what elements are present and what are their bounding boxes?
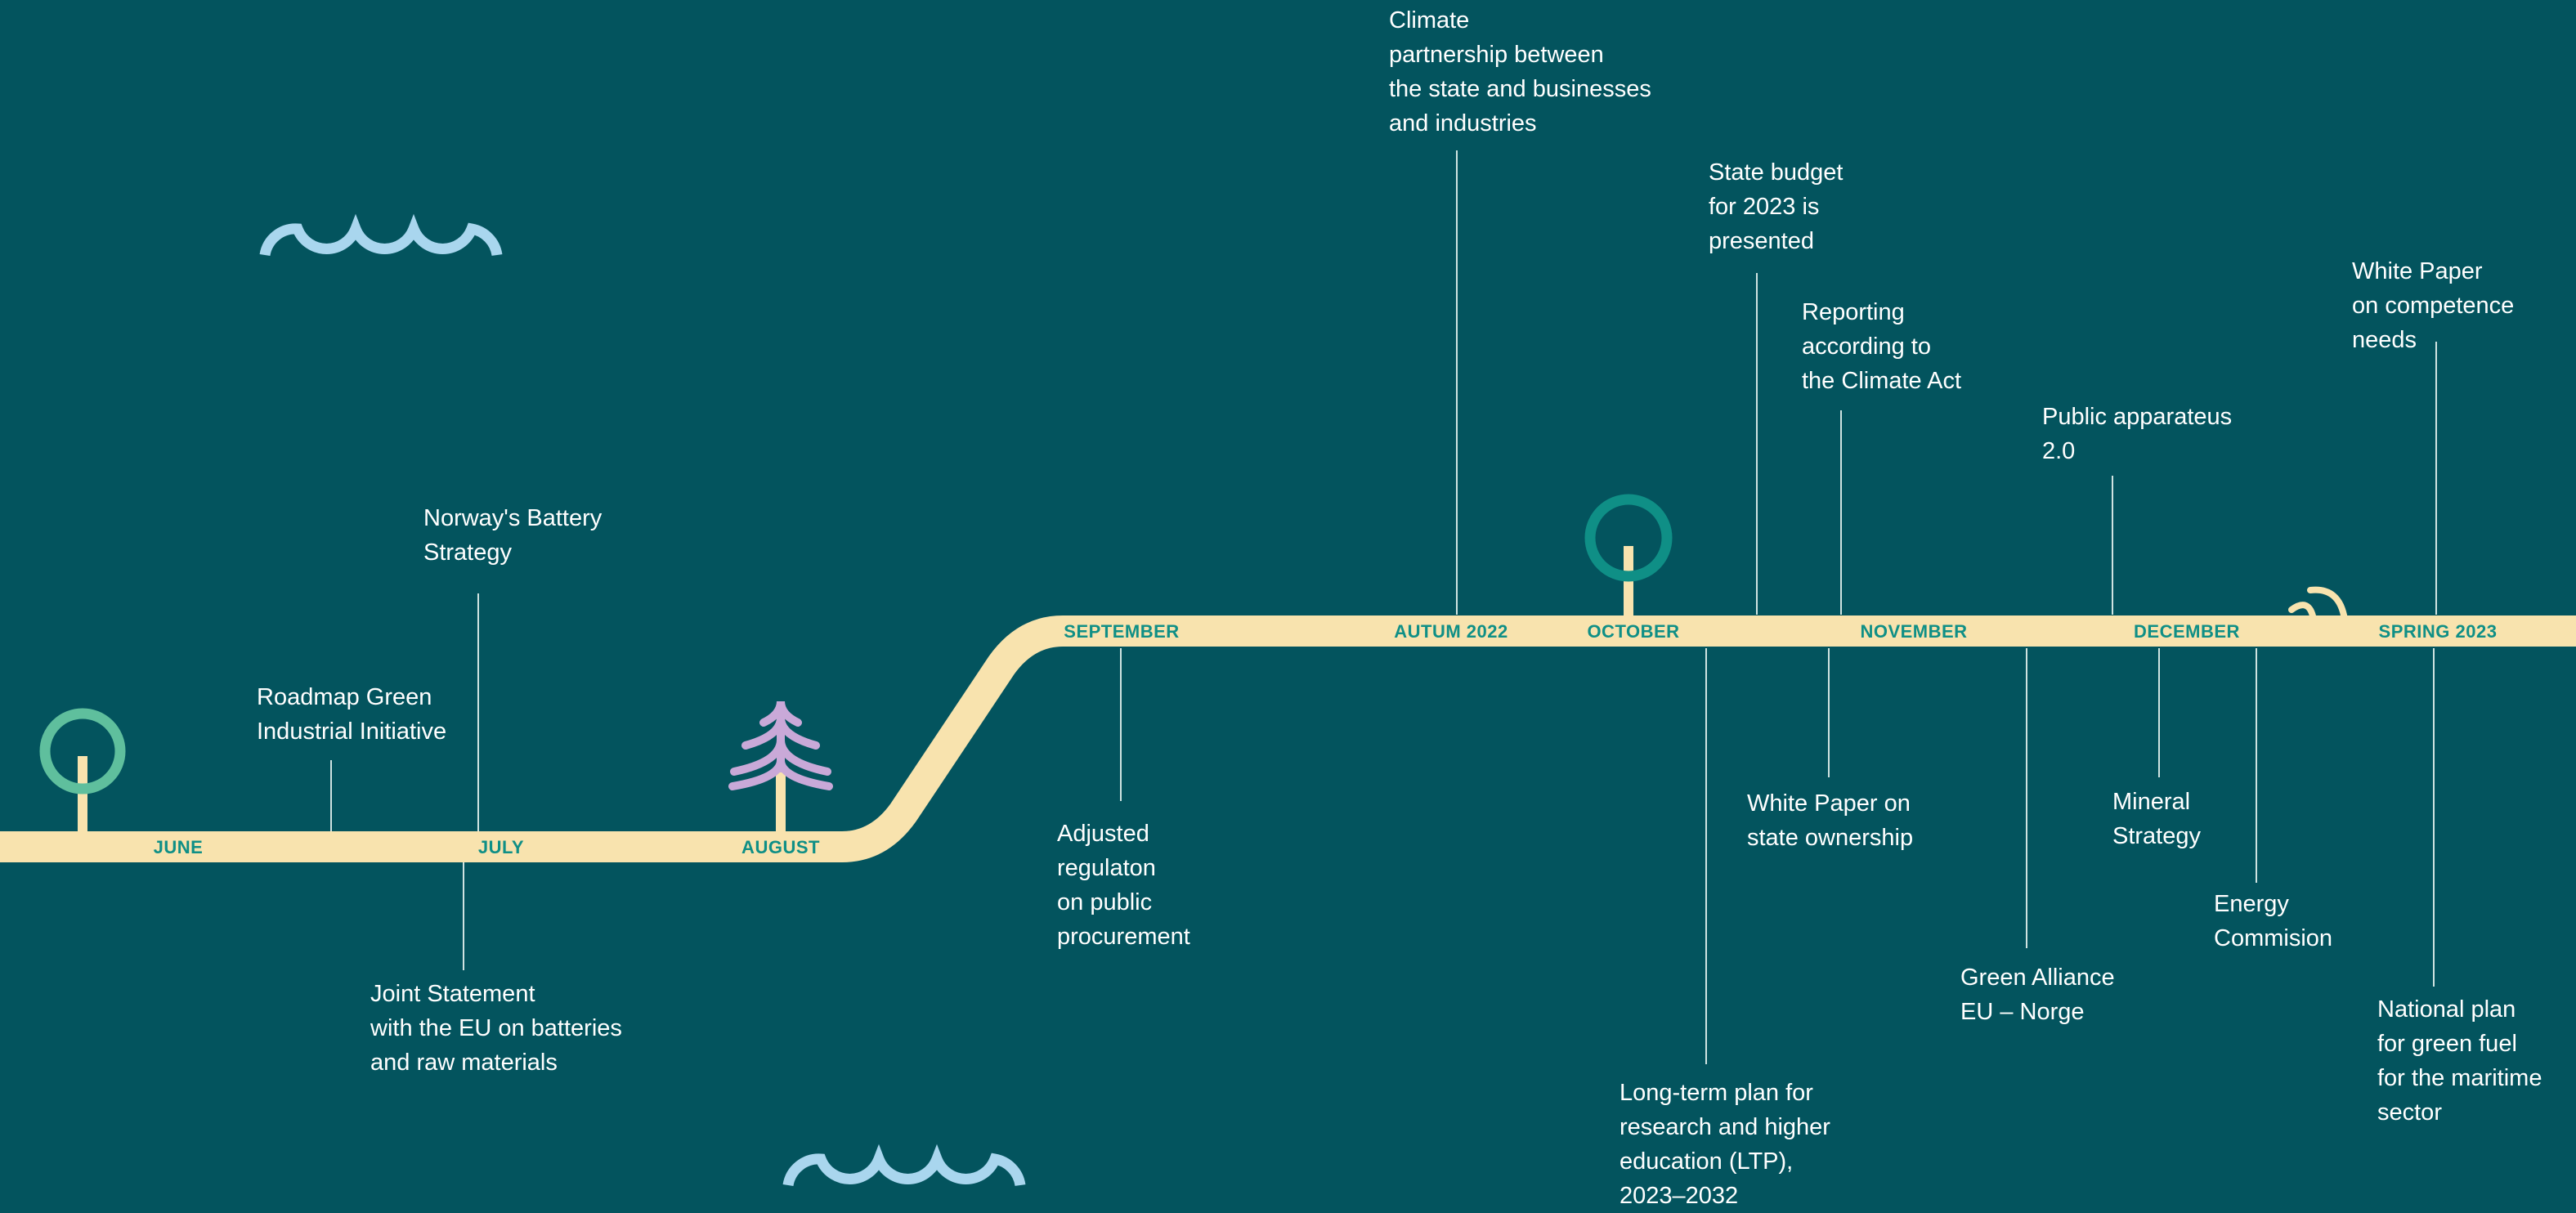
event-competence-needs: White Paper on competence needs (2352, 258, 2515, 353)
pine-tree-icon (728, 700, 833, 834)
event-public-apparatus: Public apparateus 2.0 (2042, 404, 2233, 464)
event-mineral-strategy: Mineral Strategy (2112, 789, 2201, 849)
event-roadmap-green-industrial-initiative: Roadmap Green Industrial Initiative (257, 684, 447, 745)
month-november: NOVEMBER (1860, 621, 1968, 642)
month-june: JUNE (153, 837, 204, 857)
event-climate-act-reporting: Reporting according to the Climate Act (1802, 299, 1962, 394)
round-tree-icon (39, 708, 126, 834)
round-tree-icon (1584, 494, 1673, 618)
event-green-alliance: Green Alliance EU – Norge (1960, 965, 2115, 1025)
event-long-term-plan: Long-term plan for research and higher e… (1620, 1080, 1830, 1209)
event-climate-partnership: Climate partnership between the state an… (1389, 7, 1651, 137)
wave-icon (782, 1144, 1026, 1187)
sprout-icon (2288, 586, 2348, 623)
month-october: OCTOBER (1587, 621, 1680, 642)
event-adjusted-regulation: Adjusted regulaton on public procurement (1057, 821, 1190, 950)
month-july: JULY (477, 837, 525, 857)
month-autumn-2022: AUTUM 2022 (1394, 621, 1508, 642)
event-energy-commission: Energy Commision (2214, 891, 2333, 951)
event-battery-strategy: Norway's Battery Strategy (423, 505, 603, 566)
event-state-ownership: White Paper on state ownership (1747, 790, 1914, 851)
event-green-fuel-plan: National plan for green fuel for the mar… (2377, 996, 2542, 1126)
month-september: SEPTEMBER (1064, 621, 1180, 642)
month-december: DECEMBER (2134, 621, 2240, 642)
timeline-track (0, 615, 2576, 862)
month-august: AUGUST (741, 837, 820, 857)
month-spring-2023: SPRING 2023 (2378, 621, 2498, 642)
event-state-budget: State budget for 2023 is presented (1709, 159, 1844, 254)
wave-icon (259, 213, 503, 257)
event-joint-statement: Joint Statement with the EU on batteries… (370, 981, 622, 1076)
